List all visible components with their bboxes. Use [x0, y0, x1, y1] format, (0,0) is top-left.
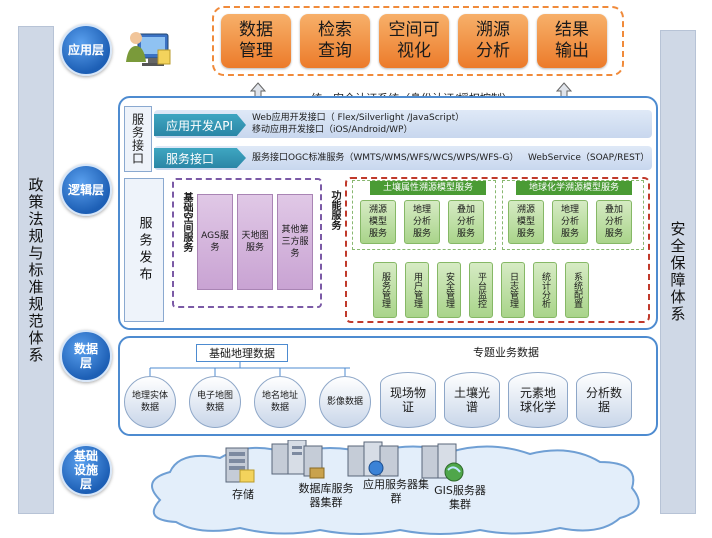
tianditu-service-label: 天地图服务 [241, 231, 269, 253]
service-interface-label: 服务接口 [154, 148, 246, 168]
app-spatial-visualization[interactable]: 空间可视化 [379, 14, 449, 68]
mobile-dev-interface-text: 移动应用开发接口（iOS/Android/WP） [252, 125, 413, 135]
layer-infra-label: 基础设施层 [73, 449, 98, 491]
app-traceability-analysis[interactable]: 溯源分析 [458, 14, 528, 68]
statistical-analysis-label: 统计分析 [540, 272, 550, 308]
layer-infra: 基础设施层 [60, 444, 112, 496]
layer-app-label: 应用层 [67, 43, 104, 57]
platform-monitoring[interactable]: 平台监控 [469, 262, 493, 318]
place-address-data[interactable]: 地名地址数据 [254, 376, 306, 428]
service-label: 溯源模型服务 [516, 205, 535, 239]
statistical-analysis[interactable]: 统计分析 [533, 262, 557, 318]
log-management[interactable]: 日志管理 [501, 262, 525, 318]
storage-server-icon [222, 446, 256, 488]
soil-geo-analysis-service[interactable]: 地理分析服务 [404, 200, 440, 244]
user-management[interactable]: 用户管理 [405, 262, 429, 318]
gis-server-cluster-icon [420, 442, 470, 486]
user-management-label: 用户管理 [412, 272, 422, 308]
electronic-map-data-label: 电子地图数据 [196, 391, 233, 413]
basic-geo-data-title: 基础地理数据 [196, 344, 288, 362]
storage-label: 存储 [232, 488, 254, 501]
app-dev-api-label: 应用开发API [154, 114, 246, 136]
service-management[interactable]: 服务管理 [373, 262, 397, 318]
ogc-standard-services-text: 服务接口OGC标准服务（WMTS/WMS/WFS/WCS/WPS/WFS-G） [252, 153, 519, 163]
functional-services-title: 功能服务 [329, 190, 340, 230]
basic-spatial-services-box [172, 178, 322, 308]
layer-logic-label: 逻辑层 [67, 183, 104, 197]
element-geochemistry-label: 元素地球化学 [519, 386, 556, 414]
soil-attribute-model-group [352, 180, 496, 250]
service-publish-label: 服务发布 [136, 216, 152, 284]
soil-traceability-model-service[interactable]: 溯源模型服务 [360, 200, 396, 244]
layer-app: 应用层 [60, 24, 112, 76]
security-label: 安全保障体系 [668, 221, 687, 323]
functional-services-box [345, 177, 650, 323]
service-publish-box: 服务发布 [124, 178, 164, 322]
app-search-query[interactable]: 检索查询 [300, 14, 370, 68]
application-server-cluster-label: 应用服务器集群 [363, 478, 429, 505]
service-label: 地理分析服务 [560, 205, 579, 239]
third-party-service-label: 其他第三方服务 [281, 225, 309, 259]
security-sidebar: 安全保障体系 [660, 30, 696, 514]
platform-monitoring-label: 平台监控 [476, 272, 486, 308]
ags-service[interactable]: AGS服务 [197, 194, 233, 290]
tianditu-service[interactable]: 天地图服务 [237, 194, 273, 290]
geochem-geo-analysis-service[interactable]: 地理分析服务 [552, 200, 588, 244]
soil-attribute-model-title: 土壤属性溯源模型服务 [370, 181, 486, 195]
database-server-cluster-icon [270, 439, 326, 484]
policy-standards-label: 政策法规与标准规范体系 [26, 176, 45, 364]
service-label: 叠加分析服务 [604, 205, 623, 239]
service-label: 地理分析服务 [412, 205, 431, 239]
webservice-text: WebService（SOAP/REST） [528, 153, 650, 163]
soil-spectrum-label: 土壤光谱 [453, 386, 490, 414]
geochem-overlay-analysis-service[interactable]: 叠加分析服务 [596, 200, 632, 244]
security-management[interactable]: 安全管理 [437, 262, 461, 318]
geo-entity-data-label: 地理实体数据 [131, 391, 168, 413]
database-server-cluster-label: 数据库服务器集群 [298, 482, 354, 509]
analysis-data-label: 分析数据 [585, 386, 622, 414]
soil-spectrum-data[interactable]: 土壤光谱 [444, 372, 500, 428]
system-configuration-label: 系统配置 [572, 272, 582, 308]
analysis-data[interactable]: 分析数据 [576, 372, 632, 428]
layer-data-label: 数据层 [74, 342, 99, 370]
user-computer-icon [124, 20, 174, 70]
imagery-data-label: 影像数据 [326, 397, 363, 407]
app-data-management[interactable]: 数据管理 [221, 14, 291, 68]
log-management-label: 日志管理 [508, 272, 518, 308]
imagery-data[interactable]: 影像数据 [319, 376, 371, 428]
data-tree-connector [149, 362, 350, 376]
geochem-model-title: 地球化学溯源模型服务 [516, 181, 632, 195]
basic-spatial-services-title: 基础空间服务 [181, 192, 192, 252]
app-item-label: 溯源分析 [476, 20, 510, 61]
element-geochemistry-data[interactable]: 元素地球化学 [508, 372, 568, 428]
service-interface-group-label: 服务接口 [124, 106, 152, 172]
service-management-label: 服务管理 [380, 272, 390, 308]
web-dev-interface-text: Web应用开发接口（ Flex/Silverlight /JavaScript） [252, 113, 465, 123]
app-result-output[interactable]: 结果输出 [537, 14, 607, 68]
app-item-label: 检索查询 [318, 20, 352, 61]
geo-entity-data[interactable]: 地理实体数据 [124, 376, 176, 428]
geochem-model-group [502, 180, 644, 250]
geochem-traceability-model-service[interactable]: 溯源模型服务 [508, 200, 544, 244]
third-party-service[interactable]: 其他第三方服务 [277, 194, 313, 290]
policy-standards-sidebar: 政策法规与标准规范体系 [18, 26, 54, 514]
topic-data-title: 专题业务数据 [473, 346, 539, 359]
on-site-evidence-data[interactable]: 现场物证 [380, 372, 436, 428]
service-label: 溯源模型服务 [368, 205, 387, 239]
app-item-label: 空间可视化 [388, 20, 440, 61]
place-address-data-label: 地名地址数据 [261, 391, 298, 413]
system-configuration[interactable]: 系统配置 [565, 262, 589, 318]
service-label: 叠加分析服务 [456, 205, 475, 239]
app-item-label: 数据管理 [239, 20, 273, 61]
app-item-label: 结果输出 [555, 20, 589, 61]
electronic-map-data[interactable]: 电子地图数据 [189, 376, 241, 428]
on-site-evidence-label: 现场物证 [389, 386, 426, 414]
layer-logic: 逻辑层 [60, 164, 112, 216]
security-management-label: 安全管理 [444, 272, 454, 308]
ags-service-label: AGS服务 [201, 231, 229, 253]
application-server-cluster-icon [346, 440, 402, 484]
layer-data: 数据层 [60, 330, 112, 382]
soil-overlay-analysis-service[interactable]: 叠加分析服务 [448, 200, 484, 244]
gis-server-cluster-label: GIS服务器集群 [434, 484, 486, 511]
